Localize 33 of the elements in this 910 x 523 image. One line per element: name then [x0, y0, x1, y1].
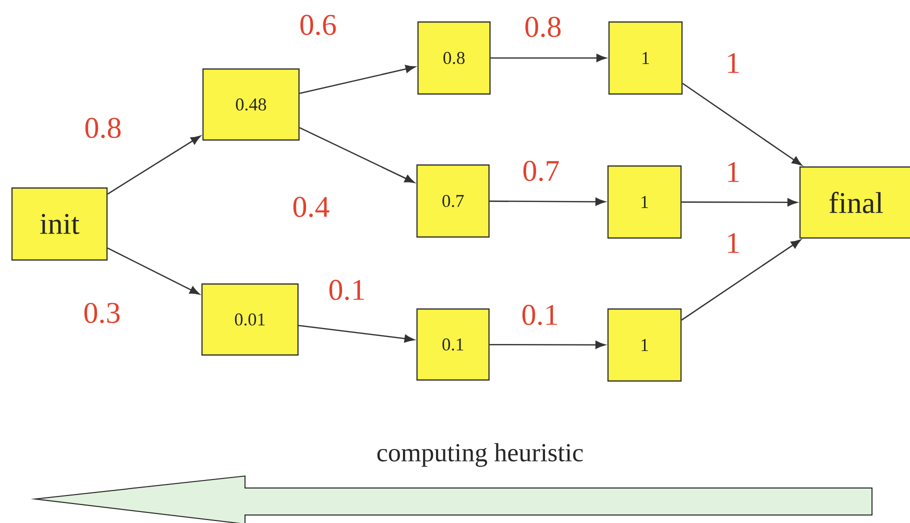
state-box: init — [11, 187, 108, 261]
arrow — [490, 340, 606, 349]
arrow — [490, 198, 606, 206]
edge-label: 0.8 — [85, 118, 121, 138]
edge-label: 0.1 — [329, 280, 364, 300]
arrow — [299, 64, 416, 94]
state-box: 0.1 — [416, 308, 490, 381]
edge-label: 0.4 — [293, 196, 330, 218]
state-box: 1 — [607, 308, 682, 382]
arrow — [299, 127, 415, 184]
edge-label: 1 — [728, 233, 739, 253]
edge-label: 0.1 — [522, 304, 557, 326]
arrow — [107, 136, 201, 195]
state-box: 0.8 — [417, 21, 491, 95]
edge-label: 0.7 — [523, 160, 559, 182]
edge-label: 0.3 — [84, 302, 120, 324]
caption-text: computing heuristic — [377, 443, 583, 467]
edge-label: 1 — [728, 53, 739, 73]
state-box: 0.7 — [416, 164, 490, 238]
state-box: 0.48 — [202, 68, 300, 141]
edge-label: 0.8 — [525, 16, 561, 38]
edge-label: 0.6 — [300, 14, 336, 36]
arrow — [682, 82, 802, 166]
arrow — [107, 247, 200, 295]
state-box: final — [799, 166, 910, 239]
arrow — [681, 239, 801, 321]
arrow — [682, 198, 798, 206]
state-box: 1 — [607, 165, 682, 239]
arrow — [298, 324, 414, 343]
edge-label: 1 — [728, 162, 739, 182]
state-box: 1 — [608, 21, 683, 95]
state-box: 0.01 — [201, 283, 299, 356]
arrow — [490, 54, 606, 62]
